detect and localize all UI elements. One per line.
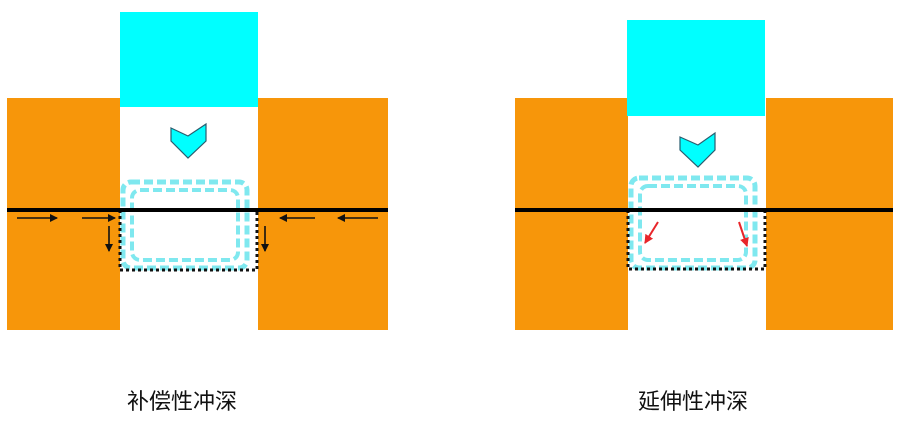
- die-left-block: [7, 98, 120, 330]
- diagram-caption-stretching: 延伸性冲深: [637, 390, 748, 415]
- arrow-icon-stretch-down-left: [644, 221, 659, 244]
- punched-cavity-outline: [118, 210, 259, 272]
- die-right-block: [258, 98, 388, 330]
- diagram-stretching: [515, 20, 893, 330]
- guide-outline-outer: [120, 179, 250, 271]
- punched-cavity-outline: [626, 210, 767, 271]
- guide-outline-inner: [130, 188, 240, 262]
- punch-direction-icon: [170, 122, 207, 159]
- punch-body: [627, 20, 765, 116]
- die-left-block: [515, 98, 628, 330]
- arrow-icon-stretch-down-right: [738, 221, 749, 247]
- guide-outline-inner: [638, 184, 748, 262]
- punch-body: [120, 12, 258, 107]
- punch-direction-icon: [679, 131, 716, 168]
- diagram-compensatory: [7, 12, 388, 330]
- diagram-caption-compensatory: 补偿性冲深: [126, 390, 237, 415]
- guide-outline-outer: [628, 175, 758, 271]
- die-right-block: [766, 98, 893, 330]
